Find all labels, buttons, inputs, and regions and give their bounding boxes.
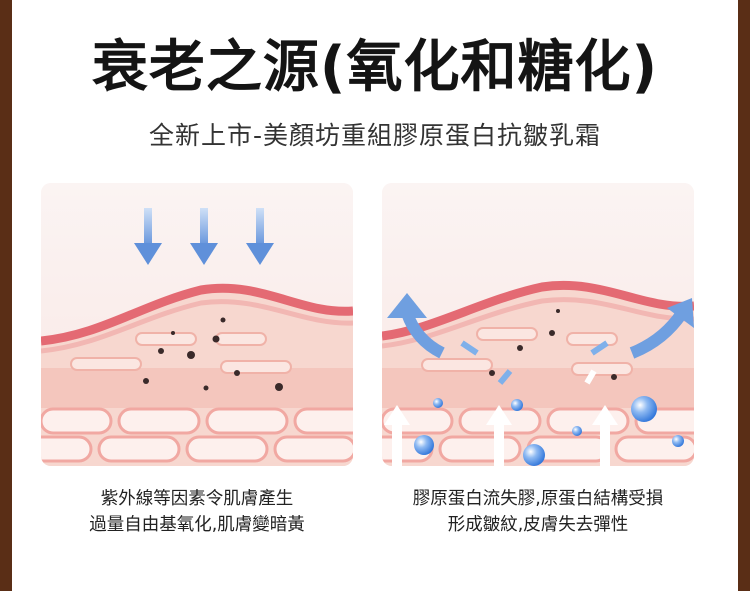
up-arrow-icon <box>486 405 512 466</box>
particle-icon <box>143 317 283 391</box>
page: 衰老之源(氧化和糖化) 全新上市-美顏坊重組膠原蛋白抗皺乳霜 <box>12 0 738 591</box>
oxidation-illustration <box>41 183 353 466</box>
caption-line: 形成皺紋,皮膚失去彈性 <box>447 515 629 535</box>
curved-arrow-icon <box>629 298 694 359</box>
curved-arrow-icon <box>460 340 609 385</box>
bubble-icon <box>414 396 684 466</box>
up-arrow-icon <box>592 405 618 466</box>
skin-cross-section <box>382 183 694 466</box>
up-arrow-icon <box>384 405 410 466</box>
skin-cross-section <box>41 183 353 466</box>
collagen-caption: 膠原蛋白流失膠,原蛋白結構受損 形成皺紋,皮膚失去彈性 <box>382 486 694 538</box>
page-subtitle: 全新上市-美顏坊重組膠原蛋白抗皺乳霜 <box>148 121 602 150</box>
caption-line: 過量自由基氧化,肌膚變暗黃 <box>89 515 305 535</box>
oxidation-caption: 紫外線等因素令肌膚產生 過量自由基氧化,肌膚變暗黃 <box>41 486 353 538</box>
down-arrow-icon <box>246 208 274 265</box>
down-arrow-icon <box>190 208 218 265</box>
caption-line: 膠原蛋白流失膠,原蛋白結構受損 <box>412 489 664 509</box>
curved-arrow-icon <box>387 293 445 359</box>
caption-line: 紫外線等因素令肌膚產生 <box>100 489 294 509</box>
collagen-loss-illustration <box>382 183 694 466</box>
down-arrow-icon <box>134 208 162 265</box>
page-title: 衰老之源(氧化和糖化) <box>91 35 659 100</box>
particle-icon <box>489 309 617 380</box>
